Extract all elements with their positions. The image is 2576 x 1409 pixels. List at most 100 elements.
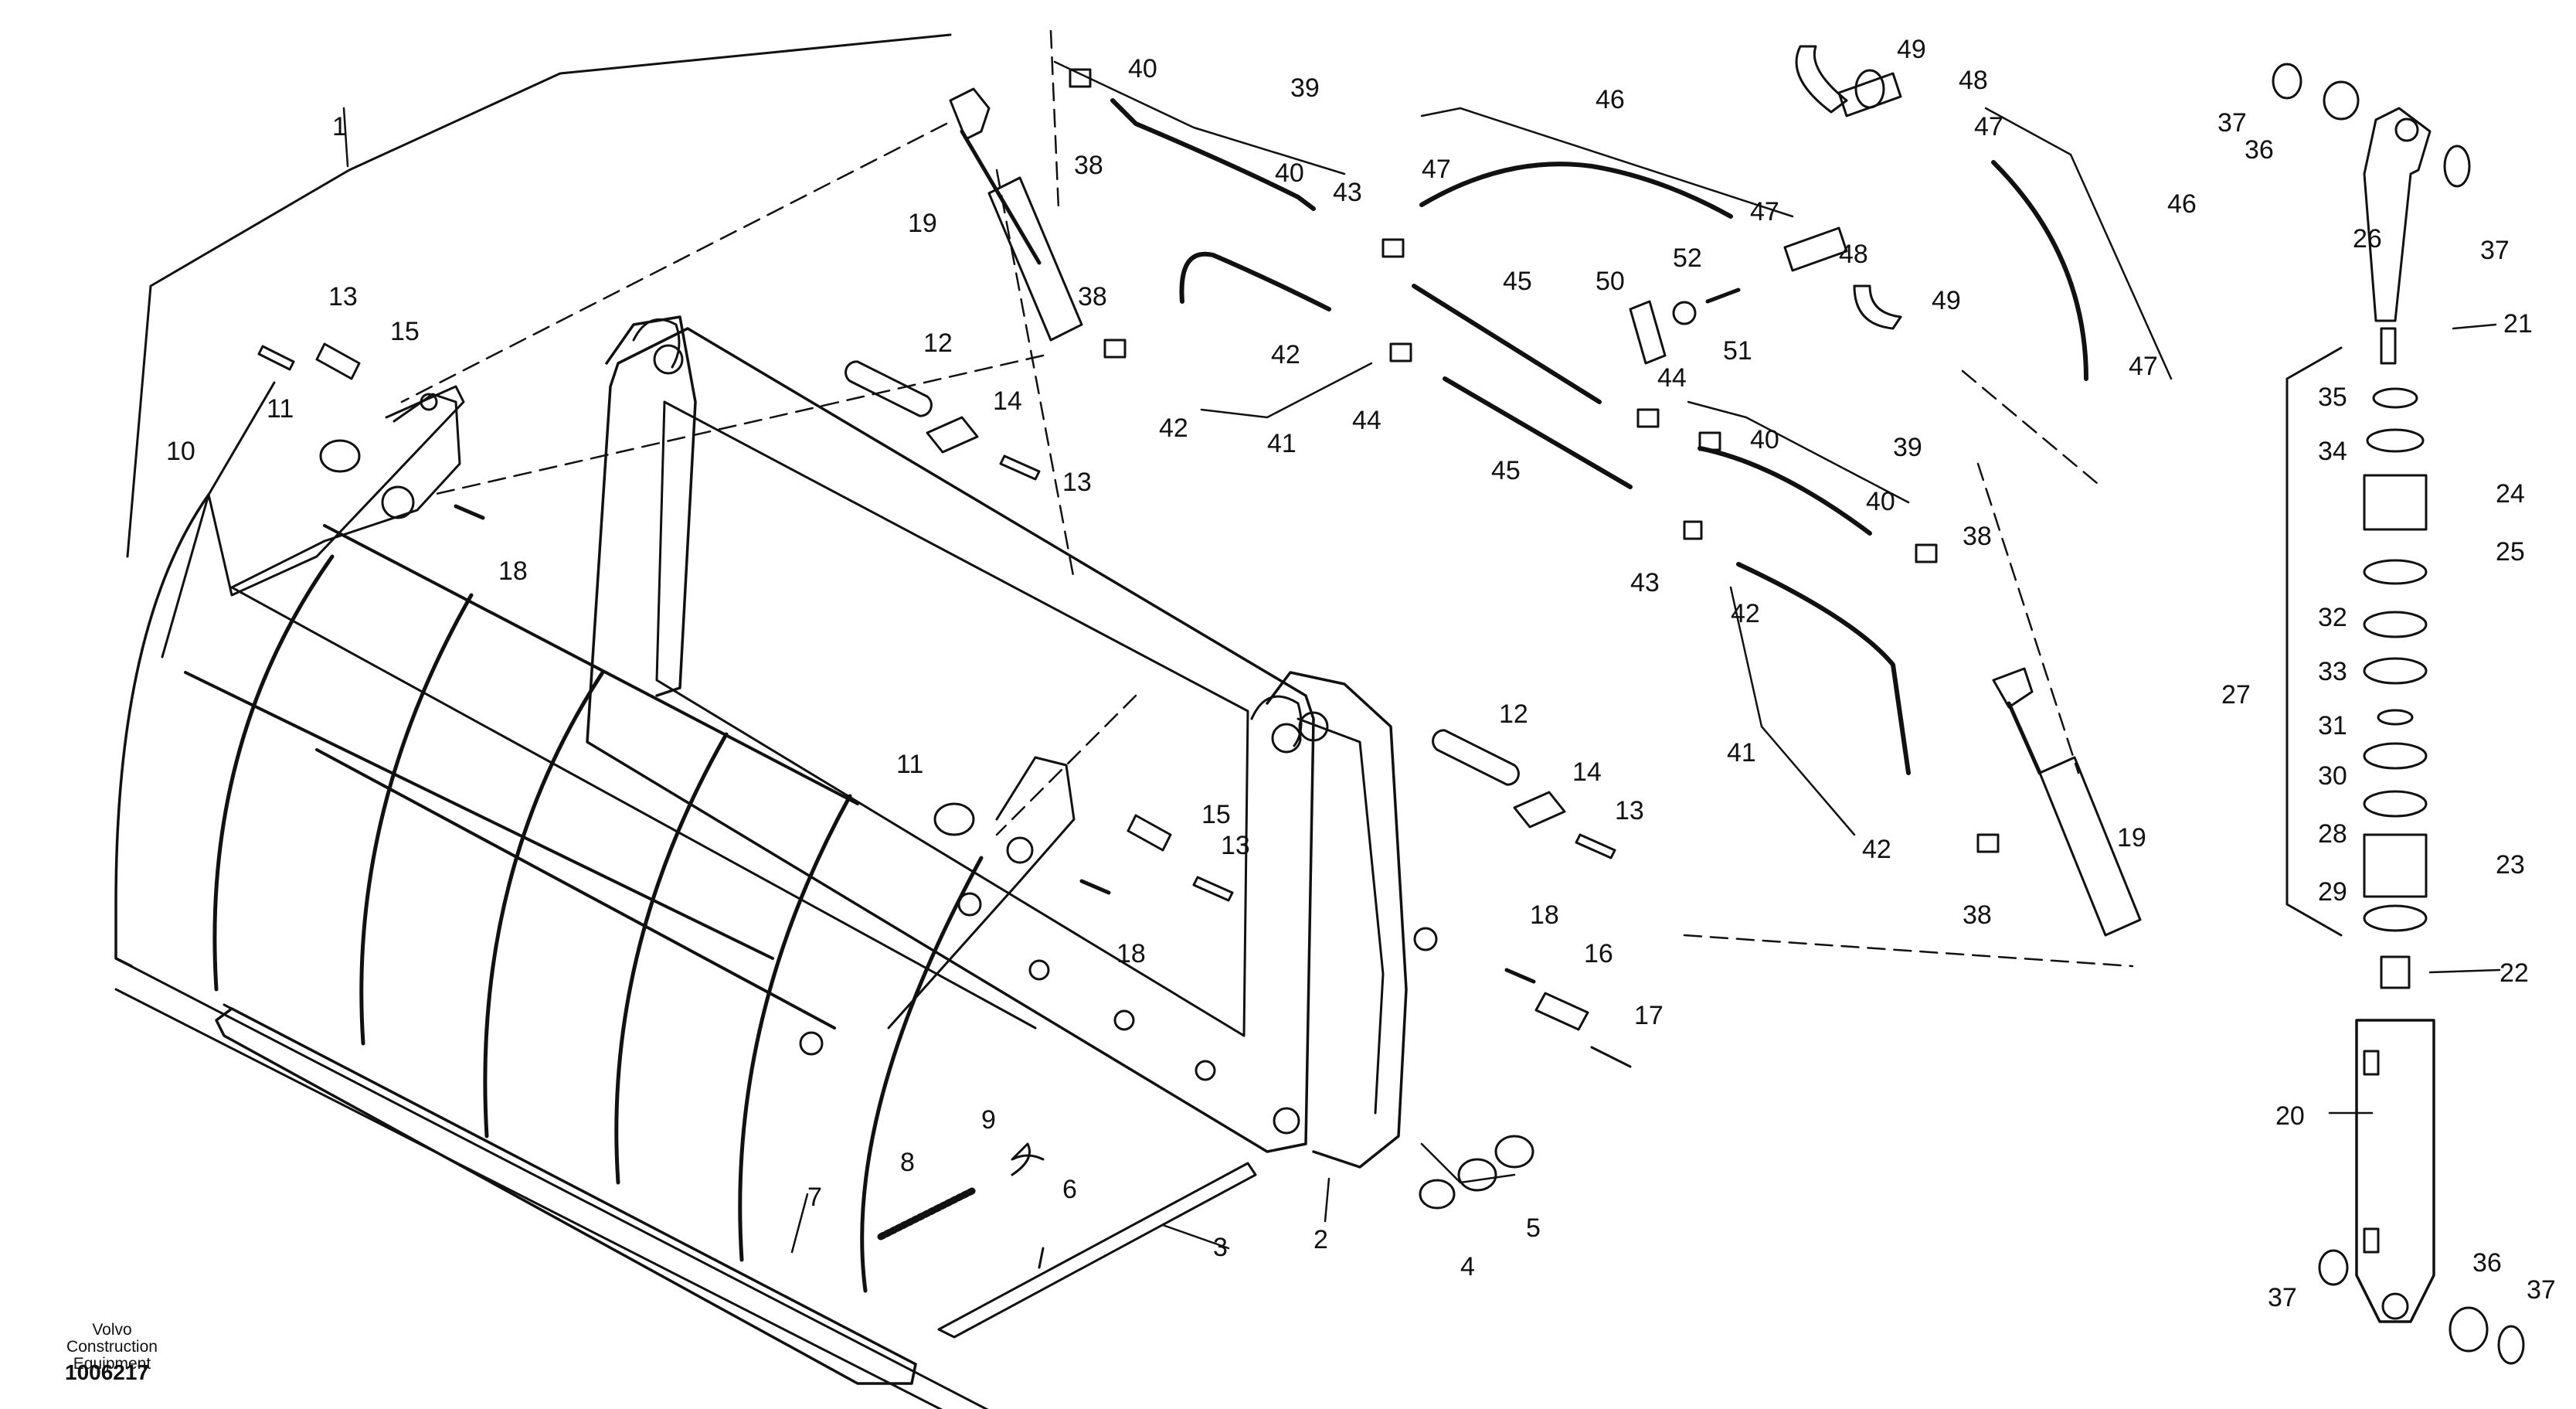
callout-17: 17: [1634, 1001, 1664, 1030]
callout-35: 35: [2318, 383, 2347, 412]
callout-8: 8: [900, 1148, 915, 1177]
callout-40-b: 40: [1275, 158, 1304, 188]
callout-9: 9: [981, 1105, 996, 1135]
callout-31: 31: [2318, 711, 2347, 740]
callout-32: 32: [2318, 603, 2347, 632]
callout-45-b: 45: [1491, 456, 1521, 485]
callout-28: 28: [2318, 819, 2347, 849]
callout-48-a: 48: [1959, 66, 1988, 95]
callout-13-b: 13: [1062, 468, 1092, 497]
callout-12-top: 12: [923, 328, 953, 358]
callout-42-d: 42: [1862, 835, 1891, 864]
callout-14-b: 14: [1572, 757, 1602, 787]
callout-20: 20: [2275, 1101, 2305, 1131]
callout-4: 4: [1460, 1252, 1475, 1281]
callout-49-a: 49: [1897, 35, 1926, 64]
callout-40-a: 40: [1128, 54, 1157, 83]
callout-13-a: 13: [328, 282, 358, 311]
callout-18-c: 18: [1530, 900, 1559, 930]
callout-18-b: 18: [1116, 939, 1146, 968]
callout-21: 21: [2503, 309, 2533, 339]
callout-38-b: 38: [1078, 282, 1107, 311]
callout-49-b: 49: [1932, 286, 1961, 315]
callout-51: 51: [1723, 336, 1752, 366]
grapple-arm: [114, 393, 1076, 1409]
callout-37-d: 37: [2527, 1275, 2556, 1305]
callout-47-d: 47: [2129, 352, 2158, 381]
callout-39-a: 39: [1290, 73, 1320, 103]
callout-46-b: 46: [2167, 189, 2197, 219]
callout-11-left: 11: [267, 394, 294, 424]
callout-45-a: 45: [1503, 267, 1532, 296]
callout-19-left: 19: [908, 209, 937, 238]
callout-5: 5: [1526, 1213, 1541, 1243]
callout-42-a: 42: [1271, 340, 1300, 369]
callout-26: 26: [2353, 224, 2382, 254]
loose-parts: [257, 342, 1632, 1339]
callout-43-b: 43: [1630, 568, 1660, 597]
callout-34: 34: [2318, 437, 2347, 466]
cylinder-19-right: [1992, 667, 2142, 937]
callout-47-b: 47: [1750, 197, 1779, 226]
callout-52: 52: [1673, 243, 1702, 273]
callout-14-a: 14: [993, 386, 1022, 416]
callout-27: 27: [2221, 680, 2251, 710]
cylinder-exploded-assembly: [2272, 63, 2525, 1365]
callout-24: 24: [2496, 479, 2525, 509]
callout-41-b: 41: [1727, 738, 1756, 767]
callout-13-c: 13: [1221, 831, 1250, 860]
bucket-assembly: [114, 33, 1438, 1385]
callout-15-a: 15: [390, 317, 420, 346]
callout-29: 29: [2318, 877, 2347, 907]
callout-6: 6: [1062, 1175, 1077, 1204]
callout-12-bottom: 12: [1499, 699, 1528, 729]
callout-41-a: 41: [1267, 429, 1296, 458]
callout-13-d: 13: [1615, 796, 1644, 825]
callout-labels: 1 2 3 4 5 6 7 8 9 10 11 11 12 12 13 13 1…: [166, 35, 2556, 1312]
callout-42-b: 42: [1159, 414, 1188, 443]
callout-48-b: 48: [1839, 240, 1868, 269]
callout-38-d: 38: [1963, 900, 1992, 930]
callout-38-c: 38: [1963, 522, 1992, 551]
callout-36-top: 36: [2245, 135, 2274, 165]
callout-37-c: 37: [2268, 1283, 2297, 1312]
callout-10: 10: [166, 437, 195, 466]
callout-38-a: 38: [1074, 151, 1103, 180]
callout-46-a: 46: [1596, 85, 1625, 114]
manufacturer-caption: Volvo Construction Equipment: [66, 1321, 158, 1373]
callout-25: 25: [2496, 537, 2525, 567]
callout-37-a: 37: [2217, 108, 2247, 138]
callout-44-b: 44: [1657, 363, 1687, 393]
drawing-number: 1006217: [65, 1360, 150, 1384]
callout-16: 16: [1584, 939, 1613, 968]
callout-30: 30: [2318, 761, 2347, 791]
callout-15-b: 15: [1201, 800, 1231, 829]
callout-22: 22: [2500, 958, 2529, 988]
callout-11-right: 11: [896, 750, 923, 779]
callout-47-c: 47: [1974, 112, 2003, 141]
callout-47-a: 47: [1422, 155, 1451, 184]
callout-42-c: 42: [1731, 599, 1760, 628]
callout-3: 3: [1213, 1233, 1228, 1262]
callout-18-a: 18: [498, 556, 528, 586]
callout-40-c: 40: [1750, 425, 1779, 454]
cylinder-19-left: [949, 87, 1083, 342]
callout-37-b: 37: [2480, 236, 2510, 265]
dashed-connection-lines: [400, 29, 2134, 968]
callout-7: 7: [807, 1183, 822, 1212]
fittings: [1069, 45, 2000, 853]
hoses: [1110, 98, 2088, 775]
callout-2: 2: [1313, 1225, 1328, 1254]
callout-23: 23: [2496, 850, 2525, 880]
callout-40-d: 40: [1866, 487, 1895, 516]
callout-50: 50: [1596, 267, 1625, 296]
callout-1: 1: [332, 112, 347, 141]
callout-33: 33: [2318, 657, 2347, 686]
callout-43-a: 43: [1333, 178, 1362, 207]
callout-leaders: [342, 60, 2501, 1254]
callout-36-bottom: 36: [2472, 1248, 2502, 1278]
callout-39-b: 39: [1893, 433, 1922, 462]
callout-44-a: 44: [1352, 406, 1381, 435]
